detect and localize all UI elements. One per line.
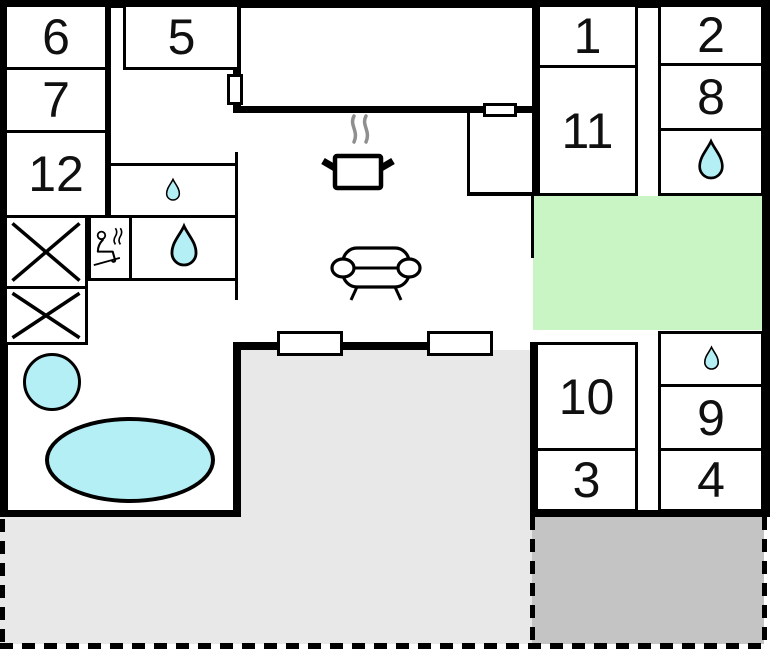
wall-bottom-left (0, 510, 240, 517)
room-5: 5 (123, 4, 240, 70)
wall-right (762, 0, 770, 517)
dashed-boundary-left (0, 519, 5, 645)
room-10-label: 10 (558, 368, 615, 425)
pool-icon (45, 417, 215, 503)
room-6-label: 6 (42, 9, 70, 65)
window-patio-2 (427, 331, 493, 356)
wall-entry-alcove-left (467, 113, 470, 196)
terrace-green-area (533, 196, 763, 330)
patio-center-area (240, 350, 530, 517)
sofa-icon (330, 246, 422, 301)
room-1: 1 (537, 4, 638, 68)
patio-bottom-left-area (0, 517, 532, 644)
room-8-label: 8 (697, 69, 725, 125)
room-4-label: 4 (697, 452, 725, 508)
window-left-hall (227, 74, 243, 105)
window-patio-1 (277, 331, 343, 356)
wardrobe-box-2 (4, 286, 88, 345)
room-9: 9 (658, 384, 764, 451)
wardrobe-box-1 (4, 215, 88, 289)
water-drop-icon (703, 345, 719, 370)
room-3: 3 (535, 448, 638, 512)
room-7: 7 (4, 67, 108, 133)
room-8: 8 (658, 63, 764, 131)
crossed-box-icon (7, 289, 85, 342)
wall-bottom-right (530, 510, 770, 517)
wall-entry-alcove-bottom (467, 192, 533, 196)
wall-bottom-wing-left (530, 342, 537, 517)
crossed-box-icon (7, 218, 85, 286)
round-tub-icon (23, 353, 81, 411)
bathroom-main (129, 215, 238, 281)
wall-top (0, 0, 770, 8)
bathroom-top-left (108, 163, 238, 218)
wall-patio-top-b (343, 342, 427, 350)
wall-kitchen-top-a (233, 106, 483, 113)
water-drop-icon (170, 224, 197, 267)
wall-left-wing-divider (106, 0, 111, 218)
dashed-boundary-bottom (0, 643, 770, 649)
room-12: 12 (4, 130, 108, 218)
room-9-label: 9 (697, 389, 725, 446)
room-10: 10 (535, 342, 638, 451)
water-drop-icon (698, 139, 724, 180)
dashed-boundary-middle (530, 517, 535, 644)
patio-bottom-right-area (532, 517, 764, 644)
stove-pot-icon (321, 114, 395, 191)
wall-kitchen-top-b (517, 106, 533, 113)
bathroom-bottom-right (658, 331, 764, 387)
room-11-label: 11 (561, 102, 614, 159)
dashed-boundary-right (762, 517, 767, 644)
room-6: 6 (4, 4, 108, 70)
bathroom-top-right (658, 128, 764, 196)
room-7-label: 7 (42, 72, 70, 128)
room-4: 4 (658, 448, 764, 512)
water-drop-icon (165, 178, 181, 201)
wall-terrace-stub (531, 196, 534, 258)
room-11: 11 (537, 65, 638, 196)
door-entry (483, 103, 517, 117)
wall-right-wing-left (532, 0, 540, 196)
sauna-icon (93, 227, 123, 266)
room-5-label: 5 (167, 9, 196, 65)
wall-patio-left (233, 342, 241, 517)
sauna-room (88, 215, 132, 281)
wall-patio-top-a (233, 342, 277, 350)
room-1-label: 1 (573, 8, 602, 64)
room-12-label: 12 (28, 146, 84, 202)
room-2-label: 2 (697, 7, 725, 63)
room-2: 2 (658, 4, 764, 66)
room-3-label: 3 (572, 452, 601, 508)
